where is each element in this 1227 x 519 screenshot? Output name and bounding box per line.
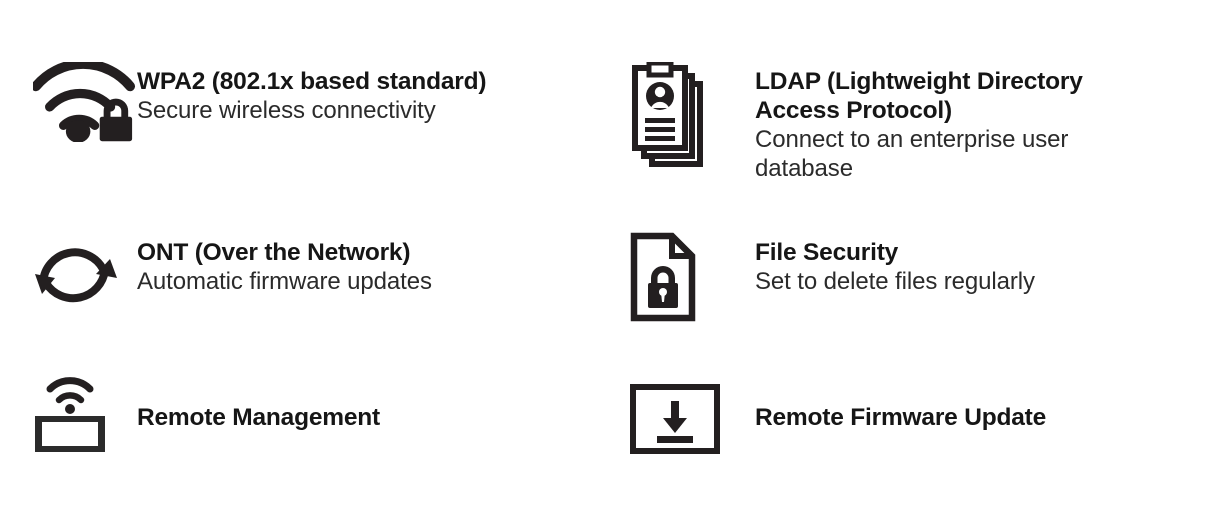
feature-title: WPA2 (802.1x based standard) [137, 68, 487, 95]
feature-title: Remote Management [137, 404, 381, 431]
feature-title: ONT (Over the Network) [137, 239, 411, 266]
feature-text: Remote Management [137, 372, 380, 432]
feature-title: File Security [755, 239, 899, 266]
feature-text: LDAP (Lightweight Directory Access Proto… [755, 62, 1110, 183]
feature-description: Automatic firmware updates [137, 268, 432, 295]
monitor-wifi-icon [33, 372, 137, 454]
id-card-stack-icon [630, 62, 755, 172]
document-lock-icon [630, 232, 755, 322]
wifi-lock-icon [33, 62, 137, 142]
feature-description: Secure wireless connectivity [137, 97, 436, 124]
feature-item-remote-management: Remote Management [33, 372, 380, 454]
feature-text: Remote Firmware Update [755, 372, 1046, 432]
feature-text: File Security Set to delete files regula… [755, 232, 1035, 296]
circular-refresh-icon [33, 232, 137, 316]
feature-item-ldap: LDAP (Lightweight Directory Access Proto… [630, 62, 1110, 183]
feature-item-file-security: File Security Set to delete files regula… [630, 232, 1035, 322]
feature-description: Set to delete files regularly [755, 268, 1035, 295]
feature-title: LDAP (Lightweight Directory Access Proto… [755, 68, 1083, 124]
feature-description: Connect to an enterprise user database [755, 126, 1069, 182]
feature-item-wpa2: WPA2 (802.1x based standard) Secure wire… [33, 62, 487, 142]
feature-item-remote-firmware-update: Remote Firmware Update [630, 372, 1046, 454]
feature-text: ONT (Over the Network) Automatic firmwar… [137, 232, 432, 296]
download-box-icon [630, 372, 755, 454]
feature-title: Remote Firmware Update [755, 404, 1047, 431]
feature-text: WPA2 (802.1x based standard) Secure wire… [137, 62, 487, 125]
feature-item-ont: ONT (Over the Network) Automatic firmwar… [33, 232, 432, 316]
